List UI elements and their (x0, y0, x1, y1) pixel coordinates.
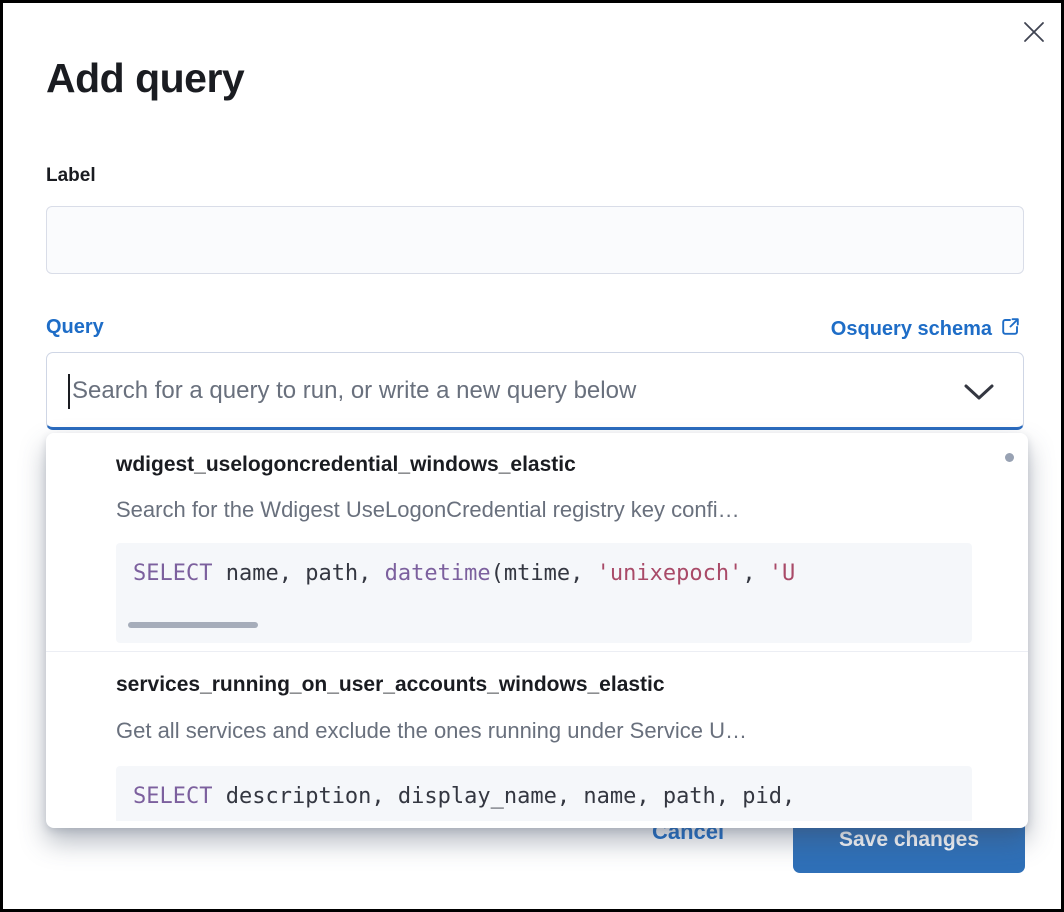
query-suggestions-dropdown: wdigest_uselogoncredential_windows_elast… (46, 433, 1028, 828)
query-field-label: Query (46, 316, 104, 338)
chevron-down-icon[interactable] (963, 383, 995, 406)
osquery-schema-link-label: Osquery schema (830, 318, 992, 340)
label-input[interactable] (46, 206, 1024, 274)
horizontal-scrollbar-thumb[interactable] (128, 622, 258, 628)
sql-code: SELECT description, display_name, name, … (133, 784, 796, 809)
query-option-services[interactable]: services_running_on_user_accounts_window… (46, 652, 1028, 821)
query-combobox-placeholder: Search for a query to run, or write a ne… (72, 377, 637, 404)
query-option-sql-preview: SELECT description, display_name, name, … (116, 766, 972, 821)
query-option-description: Get all services and exclude the ones ru… (116, 718, 748, 743)
vertical-scrollbar-thumb[interactable] (1005, 453, 1014, 462)
query-combobox[interactable]: Search for a query to run, or write a ne… (46, 352, 1024, 430)
osquery-schema-link[interactable]: Osquery schema (831, 316, 1021, 343)
label-field-label: Label (46, 165, 96, 186)
query-option-title: services_running_on_user_accounts_window… (116, 673, 665, 696)
sql-code: SELECT name, path, datetime(mtime, 'unix… (133, 561, 796, 586)
external-link-icon (1000, 316, 1021, 343)
query-option-wdigest[interactable]: wdigest_uselogoncredential_windows_elast… (46, 433, 1028, 651)
text-cursor (68, 374, 70, 409)
option-divider (46, 651, 1028, 652)
query-option-title: wdigest_uselogoncredential_windows_elast… (116, 453, 576, 476)
close-button[interactable] (1018, 17, 1050, 49)
query-option-description: Search for the Wdigest UseLogonCredentia… (116, 497, 740, 522)
modal-title: Add query (46, 55, 245, 101)
close-icon (1021, 19, 1047, 48)
query-option-sql-preview: SELECT name, path, datetime(mtime, 'unix… (116, 543, 972, 643)
